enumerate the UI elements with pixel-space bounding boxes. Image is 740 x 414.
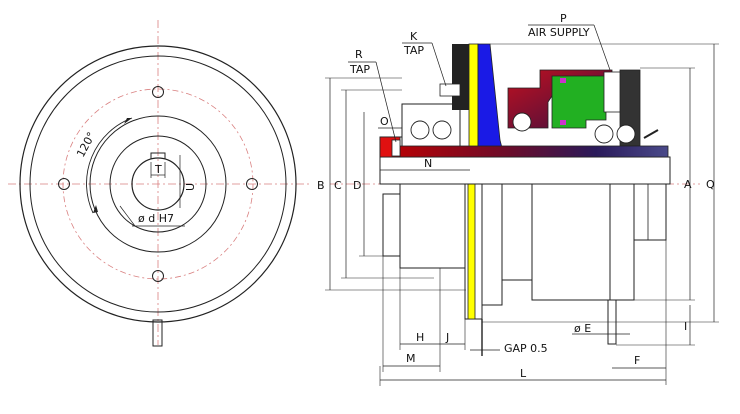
armature-lower xyxy=(481,183,503,306)
end-cap-lower xyxy=(633,183,667,241)
angle-arc xyxy=(86,117,133,214)
bearing-1 xyxy=(410,120,430,140)
seal-1 xyxy=(560,78,566,83)
angle-arrow-end xyxy=(124,118,132,124)
bolt-hole-bottom xyxy=(152,270,164,282)
air-port xyxy=(603,71,623,113)
piston-body-lower xyxy=(531,183,611,301)
bearing-4 xyxy=(594,124,614,144)
dim-b-label: B xyxy=(317,179,325,192)
friction-yellow-upper xyxy=(468,43,479,155)
bore-circle xyxy=(131,157,185,211)
callout-r-sub: TAP xyxy=(349,63,370,76)
housing-ring xyxy=(89,115,227,253)
seal-2 xyxy=(560,120,566,125)
gap-label: GAP 0.5 xyxy=(504,342,548,355)
dim-m-label: M xyxy=(406,352,416,365)
bore-leader xyxy=(119,205,136,227)
air-pipe-stub xyxy=(152,319,163,347)
dim-q-label: Q xyxy=(706,178,715,191)
angle-arrow-start xyxy=(93,205,98,213)
bolt-hole-left xyxy=(58,178,70,190)
bore-label: ø d H7 xyxy=(138,212,174,225)
cylinder-lower xyxy=(501,183,533,281)
bolt-circle xyxy=(62,88,254,280)
callout-k-sub: TAP xyxy=(403,44,424,57)
armature-blue xyxy=(477,43,503,149)
callout-k: K xyxy=(410,30,418,43)
k-tap-body xyxy=(452,44,470,110)
r-tap-hole xyxy=(391,139,401,157)
rotor-lower xyxy=(609,183,635,301)
dim-i-label: I xyxy=(684,320,687,333)
hub-ring xyxy=(109,135,207,233)
callout-p-leader xyxy=(593,24,611,71)
bearing-2 xyxy=(432,120,452,140)
dim-d-label: D xyxy=(353,179,361,192)
side-view: B C D A Q I O N H J xyxy=(317,12,719,386)
bearing-3 xyxy=(512,112,532,132)
key-width-label: T xyxy=(154,163,162,176)
callout-p-sub: AIR SUPPLY xyxy=(528,26,590,39)
bearing-5 xyxy=(616,124,636,144)
keyway xyxy=(150,152,166,159)
callout-k-leader xyxy=(431,42,447,87)
end-lever xyxy=(643,129,659,139)
dim-l-label: L xyxy=(520,367,527,380)
friction-yellow-lower xyxy=(467,183,476,320)
housing-upper xyxy=(401,103,461,153)
dim-o-label: O xyxy=(380,115,389,128)
shaft-gradient xyxy=(379,145,669,158)
dim-n-label: N xyxy=(424,157,432,170)
dim-c-label: C xyxy=(334,179,342,192)
dim-a-label: A xyxy=(684,178,692,191)
k-tap-hole xyxy=(439,83,461,97)
outer-disc xyxy=(19,45,297,323)
callout-r: R xyxy=(355,48,363,61)
callout-p: P xyxy=(560,12,567,25)
dim-j-label: J xyxy=(445,331,449,344)
dim-f-label: F xyxy=(634,354,640,367)
key-height-label: U xyxy=(184,183,197,191)
flange-lower xyxy=(382,193,401,257)
front-view: 120° T U ø d H7 xyxy=(8,20,312,347)
dim-h-label: H xyxy=(416,331,424,344)
dim-e-label: ø E xyxy=(574,322,591,335)
bolt-hole-top xyxy=(152,86,164,98)
outer-disc-inner-rim xyxy=(29,55,287,313)
housing-lower xyxy=(399,183,466,269)
angle-label: 120° xyxy=(74,130,98,160)
bolt-hole-right xyxy=(246,178,258,190)
callout-r-leader xyxy=(375,61,397,143)
